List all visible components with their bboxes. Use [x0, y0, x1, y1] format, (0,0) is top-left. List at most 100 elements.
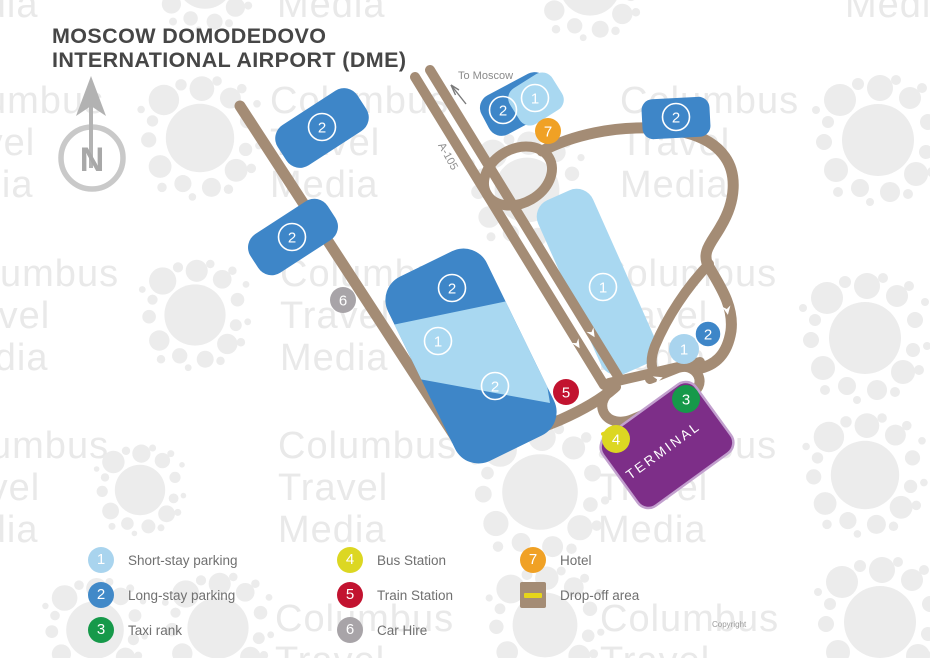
svg-text:1: 1 — [680, 341, 688, 358]
road-east-loop — [536, 122, 739, 375]
svg-text:1: 1 — [599, 279, 607, 296]
map-marker-2: 2 — [694, 320, 722, 348]
map-marker-3: 3 — [672, 385, 700, 413]
map-marker-2: 2 — [661, 102, 691, 132]
legend-item-taxi-rank: 3 Taxi rank — [88, 617, 238, 643]
svg-text:Travel: Travel — [0, 295, 50, 337]
legend-label: Hotel — [560, 552, 592, 568]
legend-marker-6: 6 — [337, 617, 363, 643]
svg-text:Travel: Travel — [600, 640, 710, 658]
svg-text:7: 7 — [544, 123, 552, 140]
svg-text:Media: Media — [845, 0, 930, 26]
svg-text:Media: Media — [0, 164, 34, 206]
svg-text:Columbus: Columbus — [275, 598, 454, 640]
watermark-dots-icon — [814, 557, 930, 658]
legend-item-hotel: 7 Hotel — [520, 547, 639, 573]
parking-short-stay-north — [508, 72, 564, 126]
svg-text:2: 2 — [448, 280, 456, 297]
svg-text:Travel: Travel — [278, 467, 388, 509]
svg-text:2: 2 — [499, 102, 507, 119]
legend-label: Drop-off area — [560, 587, 640, 603]
svg-text:2: 2 — [288, 229, 296, 246]
svg-text:5: 5 — [562, 384, 570, 401]
compass-north: N — [58, 76, 126, 192]
parking-central-short-stay-band — [378, 296, 550, 403]
road-a105-lane1 — [410, 72, 609, 390]
title-line2: INTERNATIONAL AIRPORT (DME) — [52, 48, 407, 72]
map-marker-1: 1 — [423, 326, 453, 356]
drop-off-swatch-icon — [520, 582, 546, 608]
map-marker-2: 2 — [488, 95, 518, 125]
road-loop-upper — [479, 141, 557, 211]
svg-text:Travel: Travel — [275, 640, 385, 658]
legend-marker-7: 7 — [520, 547, 546, 573]
legend-label: Train Station — [377, 587, 454, 603]
svg-text:Columbus: Columbus — [600, 598, 779, 640]
map-marker-7: 7 — [535, 118, 561, 144]
map-marker-2: 2 — [307, 112, 337, 142]
svg-text:Travel: Travel — [0, 467, 40, 509]
svg-text:Media: Media — [280, 337, 389, 379]
compass-n-label: N — [80, 141, 105, 179]
legend-item-long-stay-parking: 2 Long-stay parking — [88, 582, 238, 608]
svg-text:2: 2 — [704, 326, 712, 343]
parking-long-stay-nw — [275, 88, 369, 168]
legend-marker-3: 3 — [88, 617, 114, 643]
map-marker-6: 6 — [330, 287, 356, 313]
svg-text:Media: Media — [278, 509, 387, 551]
legend-marker-2: 2 — [88, 582, 114, 608]
svg-text:Media: Media — [598, 509, 707, 551]
legend-label: Long-stay parking — [128, 587, 236, 603]
map-marker-2: 2 — [277, 222, 307, 252]
svg-text:4: 4 — [612, 431, 620, 448]
svg-text:Columbus: Columbus — [0, 253, 119, 295]
legend-item-drop-off-area: Drop-off area — [520, 582, 639, 608]
legend-label: Bus Station — [377, 552, 447, 568]
svg-text:1: 1 — [434, 333, 442, 350]
legend-label: Short-stay parking — [128, 552, 238, 568]
watermark-dots-icon — [802, 413, 928, 538]
svg-text:Media: Media — [0, 337, 49, 379]
watermark-dots-icon — [93, 444, 187, 537]
legend-marker-1: 1 — [88, 547, 114, 573]
map-marker-1: 1 — [669, 334, 699, 364]
terminal-building: TERMINAL — [599, 380, 735, 510]
copyright-label: Copyright — [712, 620, 747, 629]
svg-text:2: 2 — [318, 119, 326, 136]
svg-text:Columbus: Columbus — [278, 425, 457, 467]
svg-text:2: 2 — [491, 378, 499, 395]
title-line1: MOSCOW DOMODEDOVO — [52, 24, 327, 48]
to-moscow-arrow-icon — [450, 84, 467, 105]
svg-text:Media: Media — [277, 0, 386, 26]
map-marker-1: 1 — [588, 272, 618, 302]
map-marker-2: 2 — [437, 273, 467, 303]
svg-text:Columbus: Columbus — [0, 425, 109, 467]
road-a105-lane2 — [425, 65, 624, 383]
short-stay-strip — [536, 188, 658, 376]
north-arrow-icon — [76, 76, 106, 116]
legend-label: Taxi rank — [128, 622, 183, 638]
map-marker-1: 1 — [520, 83, 550, 113]
to-moscow-label: To Moscow — [458, 70, 513, 82]
parking-long-stay-ne — [641, 96, 711, 140]
legend-marker-4: 4 — [337, 547, 363, 573]
svg-text:Travel: Travel — [0, 122, 35, 164]
svg-text:Media: Media — [620, 164, 729, 206]
watermark-dots-icon — [799, 273, 930, 404]
svg-text:1: 1 — [531, 90, 539, 107]
svg-text:2: 2 — [672, 109, 680, 126]
parking-long-stay-west — [248, 198, 338, 276]
